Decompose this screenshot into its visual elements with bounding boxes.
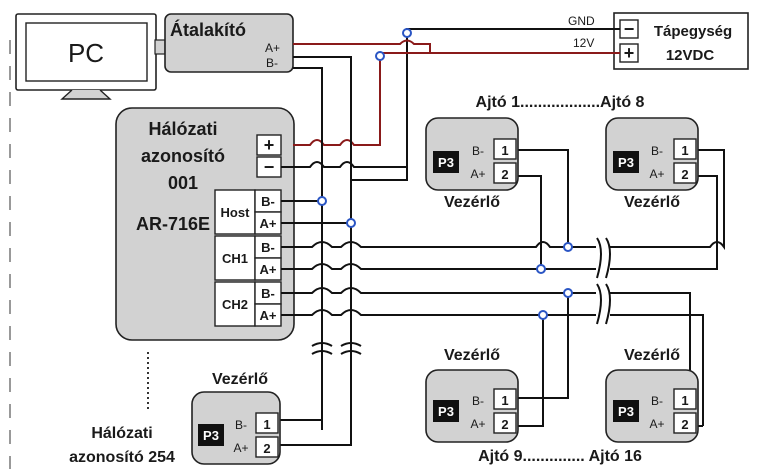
ch2-b-minus: B- xyxy=(261,286,275,301)
junction-dot xyxy=(563,288,573,298)
power-title: Tápegység xyxy=(654,23,732,40)
host-b-minus: B- xyxy=(261,194,275,209)
netid-254-line1: Hálózati xyxy=(91,425,152,442)
reader-label: Vezérlő xyxy=(624,194,680,211)
pin-1: 1 xyxy=(681,393,688,408)
wire-break xyxy=(311,342,333,355)
reader-door-8 xyxy=(605,117,699,191)
ch1-a-plus: A+ xyxy=(260,262,277,277)
converter-a-plus: A+ xyxy=(265,41,280,55)
pc-monitor-icon xyxy=(15,13,166,100)
reader-label: Vezérlő xyxy=(212,371,268,388)
reader-door-9 xyxy=(425,369,519,443)
door-range-bottom: Ajtó 9.............. Ajtó 16 xyxy=(478,448,642,465)
p3-label: P3 xyxy=(618,404,634,419)
reader-label: Vezérlő xyxy=(444,347,500,364)
host-label: Host xyxy=(221,205,251,220)
ctrl-minus: − xyxy=(264,157,275,177)
pin-1: 1 xyxy=(681,143,688,158)
controller-line2: azonosító xyxy=(141,146,225,166)
door-range-top: Ajtó 1..................Ajtó 8 xyxy=(476,94,645,111)
ctrl-plus: + xyxy=(264,135,275,155)
converter-label: Átalakító xyxy=(170,19,246,40)
ch1-b-minus: B- xyxy=(261,240,275,255)
junction-dot xyxy=(563,242,573,252)
junction-dot xyxy=(346,218,356,228)
pin-1: 1 xyxy=(501,393,508,408)
pin-1: 1 xyxy=(263,417,270,432)
ch2-a-plus: A+ xyxy=(260,308,277,323)
controller-line1: Hálózati xyxy=(148,119,217,139)
reader-label: Vezérlő xyxy=(444,194,500,211)
gnd-label: GND xyxy=(568,14,595,28)
p3-label: P3 xyxy=(438,404,454,419)
b-minus-label: B- xyxy=(472,394,484,408)
ch2-port-box xyxy=(214,281,256,327)
junction-dot xyxy=(402,28,412,38)
a-plus-label: A+ xyxy=(470,417,485,431)
b-minus-label: B- xyxy=(651,394,663,408)
host-a-plus: A+ xyxy=(260,216,277,231)
b-minus-label: B- xyxy=(472,144,484,158)
reader-label: Vezérlő xyxy=(624,347,680,364)
pin-2: 2 xyxy=(263,441,270,456)
reader-door-16 xyxy=(605,369,699,443)
pin-2: 2 xyxy=(501,167,508,182)
power-voltage: 12VDC xyxy=(666,47,715,64)
converter-b-minus: B- xyxy=(266,56,278,70)
v12-label: 12V xyxy=(573,36,594,50)
a-plus-label: A+ xyxy=(649,167,664,181)
power-plus: + xyxy=(624,43,635,63)
pin-1: 1 xyxy=(501,143,508,158)
b-minus-label: B- xyxy=(235,418,247,432)
pin-2: 2 xyxy=(681,417,688,432)
a-plus-label: A+ xyxy=(233,441,248,455)
junction-dot xyxy=(536,264,546,274)
a-plus-label: A+ xyxy=(470,167,485,181)
power-minus: − xyxy=(624,19,635,39)
controller-model: AR-716E xyxy=(136,214,210,234)
netid-254-line2: azonosító 254 xyxy=(69,449,175,466)
power-supply xyxy=(613,12,749,70)
ch1-label: CH1 xyxy=(222,251,248,266)
junction-dot xyxy=(538,310,548,320)
junction-dot xyxy=(375,51,385,61)
b-minus-label: B- xyxy=(651,144,663,158)
controller-line3: 001 xyxy=(168,173,198,193)
p3-label: P3 xyxy=(618,155,634,170)
ch2-label: CH2 xyxy=(222,297,248,312)
ctrl-plus-terminal xyxy=(256,134,282,156)
reader-254 xyxy=(191,391,281,465)
junction-dot xyxy=(317,196,327,206)
a-plus-label: A+ xyxy=(649,417,664,431)
reader-door-1 xyxy=(425,117,519,191)
pin-2: 2 xyxy=(681,167,688,182)
p3-label: P3 xyxy=(203,428,219,443)
pin-2: 2 xyxy=(501,417,508,432)
pc-label: PC xyxy=(68,38,104,68)
p3-label: P3 xyxy=(438,155,454,170)
